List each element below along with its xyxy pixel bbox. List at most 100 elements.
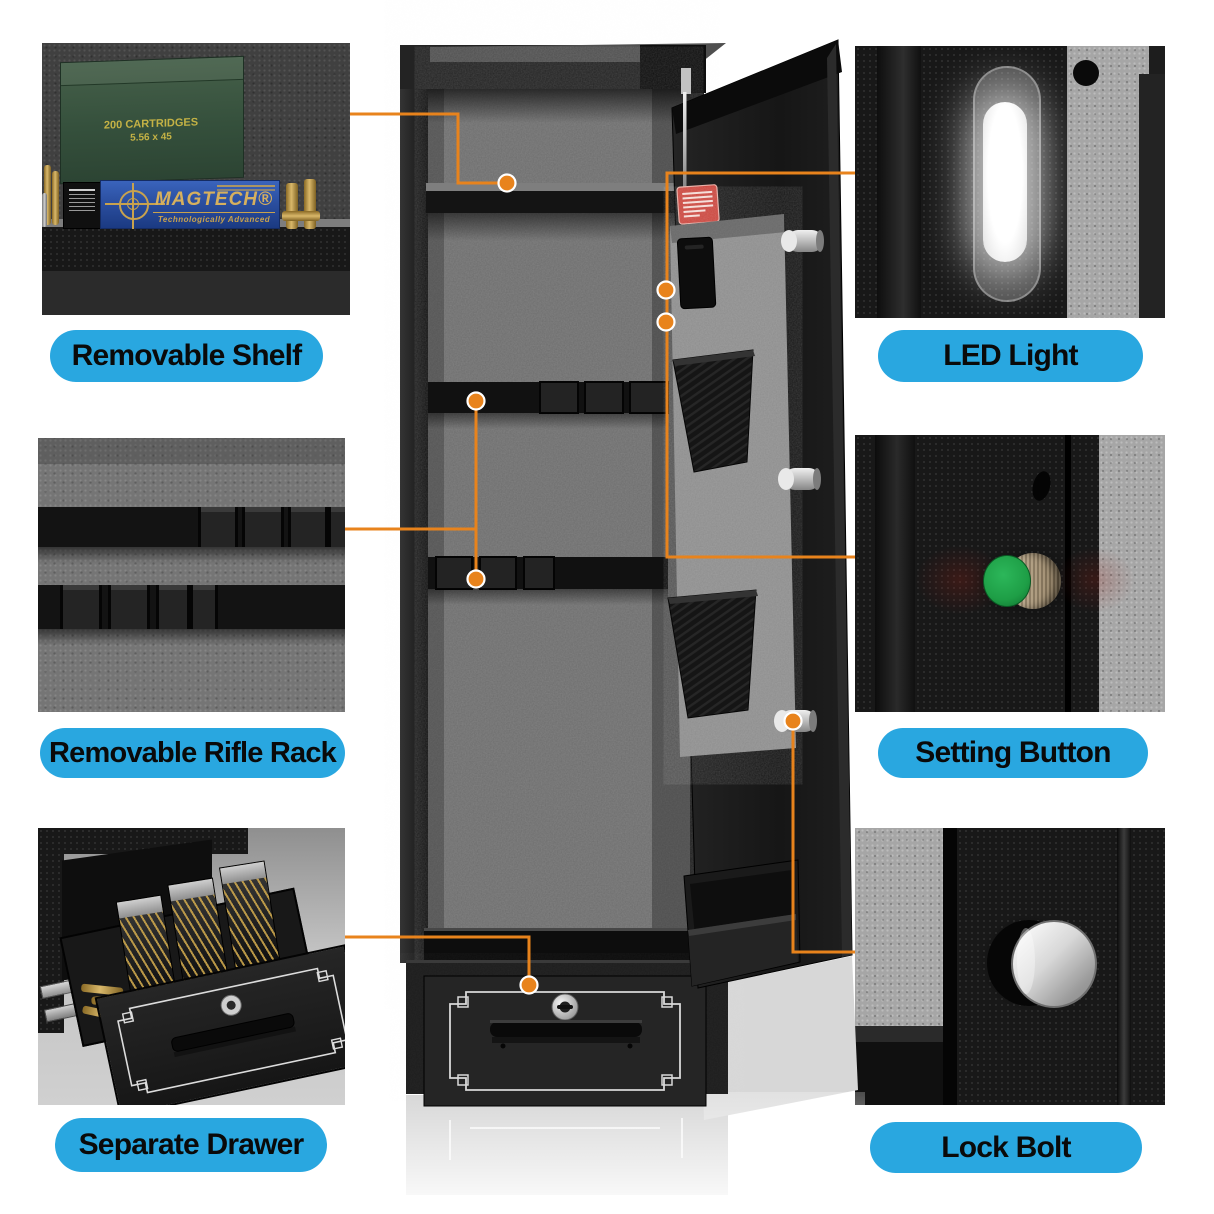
strap-loop <box>198 507 238 547</box>
bolt-highlight <box>1017 928 1035 994</box>
door-pocket-upper <box>672 349 754 473</box>
strap-loop <box>288 507 328 547</box>
callout-dot-rack-lower <box>466 569 486 589</box>
strap-loop <box>190 585 218 629</box>
magtech-crosshair-icon <box>105 183 165 229</box>
drawer-decorative-border <box>449 991 681 1091</box>
door-seam <box>875 435 915 712</box>
ammo-can-text: 200 CARTRIDGES 5.56 x 45 <box>71 115 231 147</box>
strap-loop <box>328 507 345 547</box>
magtech-box-endcap <box>63 182 102 229</box>
magtech-brand-text: MAGTECH® <box>154 189 274 210</box>
drawer-handle <box>171 1013 295 1052</box>
callout-dot-shelf <box>497 173 517 193</box>
pocket-rim <box>673 350 755 366</box>
strap-shadow <box>38 547 345 563</box>
label-removable-shelf-text: Removable Shelf <box>71 339 303 372</box>
mount-hole <box>1073 60 1099 86</box>
door-top-shadow <box>672 40 842 134</box>
door-bottom-tray <box>683 859 801 987</box>
shelf-underside <box>42 271 350 315</box>
callout-dot-rack-upper <box>466 391 486 411</box>
door-hinge <box>681 68 691 94</box>
cabinet-top-frame <box>400 45 706 89</box>
label-removable-rifle-rack: Removable Rifle Rack <box>40 728 345 778</box>
label-setting-button: Setting Button <box>878 728 1148 778</box>
magtech-branding: MAGTECH® Technologically Advanced <box>153 189 275 224</box>
safe-body-side <box>38 828 64 1033</box>
cartridge <box>44 165 51 225</box>
led-light-core <box>983 102 1027 262</box>
callout-dot-drawer <box>519 975 539 995</box>
callout-line-shelf <box>350 112 498 185</box>
green-ammo-can: 200 CARTRIDGES 5.56 x 45 <box>60 55 244 185</box>
setting-button <box>983 555 1031 607</box>
frame-edge-inner <box>1139 74 1165 318</box>
interior-felt-wall <box>1099 435 1165 712</box>
label-lock-bolt-text: Lock Bolt <box>941 1130 1071 1164</box>
callout-dot-led <box>656 280 676 300</box>
open-drawer <box>38 828 345 1105</box>
callout-dot-setting <box>656 312 676 332</box>
strap-loop <box>242 507 284 547</box>
label-separate-drawer-text: Separate Drawer <box>78 1128 305 1161</box>
callout-connectors <box>345 112 855 995</box>
strap-loop <box>108 585 150 629</box>
label-lock-bolt: Lock Bolt <box>870 1122 1142 1173</box>
lock-bolt-bottom <box>774 710 817 732</box>
rifle-strap-upper <box>38 507 345 547</box>
strap-shadow <box>38 629 345 645</box>
drawer-keyhole <box>551 993 579 1021</box>
pocket-rim <box>668 590 758 604</box>
floor-reflection <box>395 956 865 1214</box>
cartridge <box>42 193 47 227</box>
strap-loop <box>156 585 190 629</box>
hinge-rod <box>683 92 687 188</box>
cabinet-top-face <box>430 43 726 62</box>
detail-image-setting-button <box>855 435 1165 712</box>
interior-ledge <box>855 1026 943 1044</box>
callout-dot-lock <box>783 711 803 731</box>
label-separate-drawer: Separate Drawer <box>55 1118 327 1172</box>
cabinet-body <box>400 45 704 963</box>
door-felt-panel <box>670 214 796 757</box>
base-drawer <box>423 975 707 1107</box>
strap-loop <box>60 585 102 629</box>
label-led-light-text: LED Light <box>943 339 1078 372</box>
door-lock-bolts <box>774 230 824 732</box>
cartridge-clip <box>286 183 298 229</box>
interior-lower <box>855 1042 951 1105</box>
rifle-strap-upper <box>428 381 669 429</box>
detail-image-lock-bolt <box>855 828 1165 1105</box>
callout-line-rack <box>345 401 478 579</box>
cabinet-left-wall <box>400 45 430 963</box>
cartridge-clip <box>304 179 316 229</box>
lock-bolt <box>1011 920 1097 1008</box>
callout-line-lock <box>791 730 855 954</box>
removable-shelf <box>426 183 690 241</box>
cartridge <box>52 171 59 225</box>
drawer-front-face <box>94 944 345 1105</box>
drawer-handle <box>490 1022 642 1037</box>
door-pocket-lower <box>667 589 757 719</box>
door-seam <box>877 46 921 318</box>
lock-bolt-middle <box>778 468 821 490</box>
door-outer-edge <box>827 44 852 957</box>
shelf-front-edge <box>42 227 350 271</box>
detail-image-rifle-rack <box>38 438 345 712</box>
callout-line-drawer <box>345 935 531 976</box>
safe-door <box>667 39 853 989</box>
cabinet-sill <box>424 928 702 962</box>
warning-label <box>676 184 720 225</box>
label-removable-shelf: Removable Shelf <box>50 330 323 382</box>
magtech-tagline-text: Technologically Advanced <box>153 212 275 224</box>
interior-felt-wall <box>1067 46 1149 318</box>
magtech-ammo-box: MAGTECH® Technologically Advanced <box>100 180 280 229</box>
rifle-strap-lower <box>428 556 668 605</box>
safe-cabinet <box>400 43 728 1107</box>
label-led-light: LED Light <box>878 330 1143 382</box>
label-removable-rifle-rack-text: Removable Rifle Rack <box>48 736 337 769</box>
detail-image-separate-drawer <box>38 828 345 1105</box>
callout-line-led-setting <box>665 171 855 559</box>
